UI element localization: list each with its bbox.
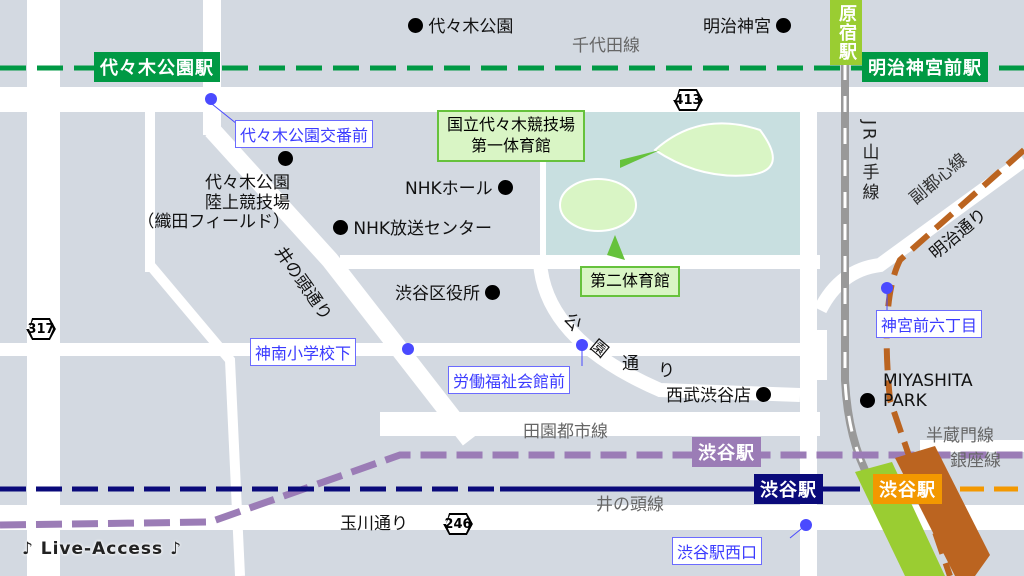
line-label-jr: JR山手線 [858,120,879,203]
bus-stop-jingumae6[interactable]: 神宮前六丁目 [876,310,983,338]
landmark-yoyogi-park: 代々木公園 [408,17,514,38]
route-246-icon: 246 [443,513,473,535]
line-label-denentoshi: 田園都市線 [523,422,608,442]
fukutoshin-line [883,147,1024,576]
station-meiji-jingumae[interactable]: 明治神宮前駅 [862,52,988,82]
landmark-nhk-center: NHK放送センター [333,219,493,240]
bus-stop-jinnan[interactable]: 神南小学校下 [250,338,357,366]
bus-stop-icon [881,282,893,294]
line-label-hanzomon: 半蔵門線 [926,426,994,446]
label: MIYASHITA [883,371,973,391]
landmark-dot-icon [498,180,514,195]
gym1-shape [653,122,774,177]
label: NHK放送センター [353,219,493,239]
landmark-shibuya-ward-office: 渋谷区役所 [395,284,501,305]
bus-stop-icon [205,93,217,105]
callout-gym2: 第二体育館 [580,266,681,297]
station-shibuya-denentoshi[interactable]: 渋谷駅 [692,437,761,467]
station-shibuya-inokashira[interactable]: 渋谷駅 [754,474,823,504]
label: PARK [883,390,927,411]
station-harajuku[interactable]: 原宿駅 [830,0,862,65]
landmark-dot-icon [408,18,423,33]
street-tamagawa-dori: 玉川通り [340,514,408,534]
line-label-inokashira: 井の頭線 [596,495,664,515]
label: 第一体育館 [471,135,552,155]
brand-watermark: ♪ Live-Access ♪ [22,539,182,559]
landmark-dot-icon [776,18,792,33]
route-413-icon: 413 [673,89,703,111]
landmark-dot-icon [756,387,772,402]
bus-stop-icon [402,343,414,355]
street-koen-char: 通 [622,354,639,374]
callout-gym1: 国立代々木競技場第一体育館 [437,110,586,162]
landmark-dot-icon [860,393,875,408]
bus-stop-icon [576,339,588,351]
station-shibuya-ginza[interactable]: 渋谷駅 [873,474,942,504]
gym2-shape [559,178,637,232]
street-koen-char: り [658,361,675,381]
label: （織田フィールド） [137,212,290,233]
route-317-icon: 317 [26,318,56,340]
line-label-ginza: 銀座線 [950,451,1001,471]
label: 陸上競技場 [205,192,290,213]
line-label-chiyoda: 千代田線 [572,36,640,56]
label: 国立代々木競技場 [447,115,576,134]
label: NHKホール [405,179,493,199]
bus-stop-icon [800,519,812,531]
landmark-oda-field: 代々木公園 陸上競技場 （織田フィールド） [130,173,290,233]
landmark-seibu: 西武渋谷店 [666,386,772,407]
bus-stop-shibuya-west[interactable]: 渋谷駅西口 [672,537,763,565]
station-yoyogi-koen[interactable]: 代々木公園駅 [94,52,220,82]
label: 代々木公園 [205,173,290,193]
landmark-dot-icon [333,220,348,235]
label: 渋谷区役所 [395,284,480,304]
landmark-dot-icon [485,285,501,300]
landmark-meiji-jingu: 明治神宮 [703,17,792,38]
bus-stop-koban[interactable]: 代々木公園交番前 [235,120,374,148]
landmark-dot-icon [278,151,293,166]
landmark-nhk-hall: NHKホール [405,179,514,200]
label: 明治神宮 [703,17,771,37]
label: 西武渋谷店 [666,386,751,406]
bus-stop-rodo[interactable]: 労働福祉会館前 [448,366,571,394]
label: 代々木公園 [428,17,514,37]
